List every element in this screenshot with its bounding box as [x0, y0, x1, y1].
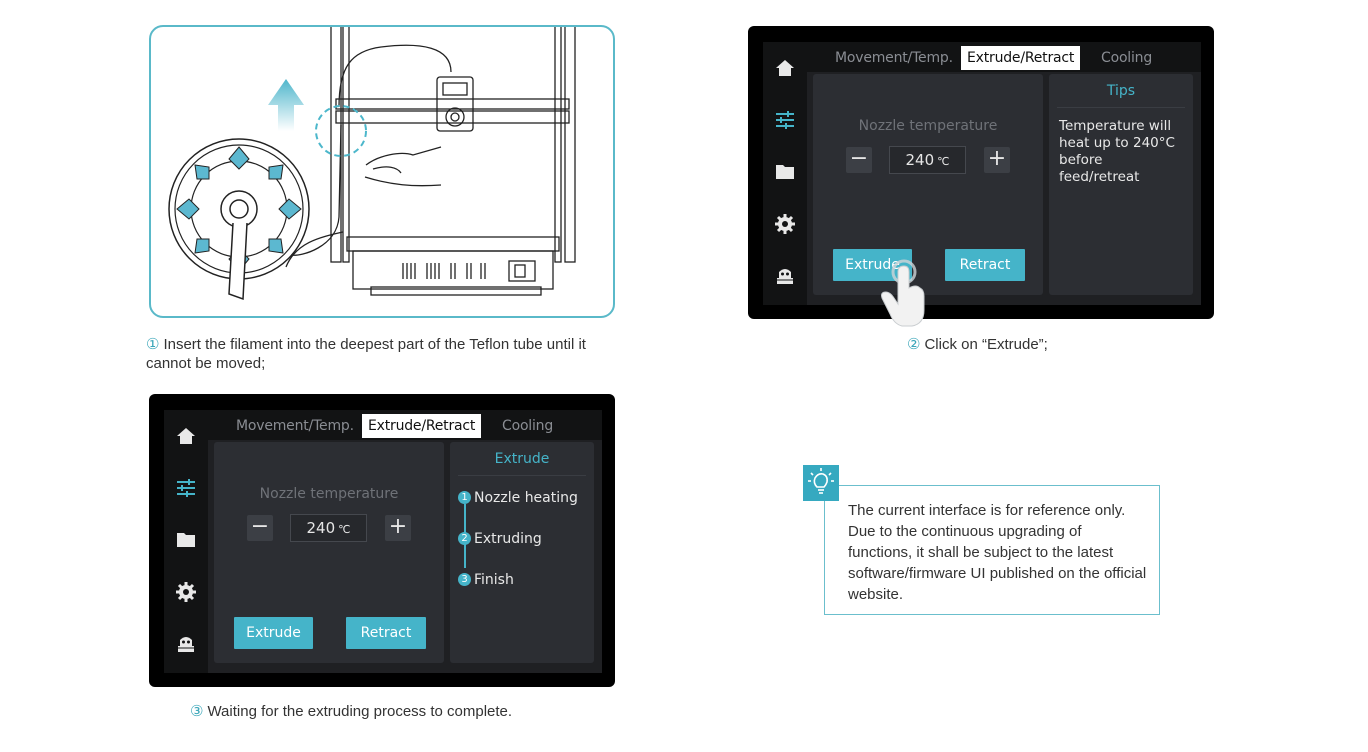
screen-extrude-progress: Movement/Temp. Extrude/Retract Cooling N…	[149, 394, 615, 687]
tab-bar: Movement/Temp. Extrude/Retract Cooling	[208, 410, 602, 440]
temp-unit: ℃	[338, 523, 351, 536]
folder-icon[interactable]	[176, 530, 196, 550]
temp-increase-button[interactable]: +	[984, 147, 1010, 173]
lightbulb-icon	[803, 465, 839, 501]
step-label-1: Nozzle heating	[474, 490, 578, 506]
tab-extrude-retract[interactable]: Extrude/Retract	[362, 414, 482, 438]
step-dot-3: 3	[458, 572, 471, 586]
tab-bar: Movement/Temp. Extrude/Retract Cooling	[807, 42, 1201, 72]
step3-number: ③	[190, 703, 204, 720]
tab-extrude-retract[interactable]: Extrude/Retract	[961, 46, 1081, 70]
sidebar	[763, 42, 807, 305]
sidebar	[164, 410, 208, 673]
sliders-icon[interactable]	[775, 110, 795, 130]
screen-extrude-tips: Movement/Temp. Extrude/Retract Cooling N…	[748, 26, 1214, 319]
extrude-button[interactable]: Extrude	[234, 617, 313, 649]
retract-button[interactable]: Retract	[945, 249, 1025, 281]
tab-cooling[interactable]: Cooling	[1101, 50, 1153, 66]
temp-value: 240	[306, 519, 336, 537]
tips-panel: Tips Temperature will heat up to 240°C b…	[1049, 74, 1193, 295]
tips-text: Temperature will heat up to 240°C before…	[1059, 118, 1175, 185]
temp-decrease-button[interactable]: −	[846, 147, 872, 173]
nozzle-temp-field[interactable]: 240℃	[290, 514, 367, 542]
robot-icon[interactable]	[775, 266, 795, 286]
step-dot-2: 2	[458, 531, 471, 545]
nozzle-temperature-label: Nozzle temperature	[858, 118, 998, 134]
temp-decrease-button[interactable]: −	[247, 515, 273, 541]
extrude-controls-panel: Nozzle temperature − 240℃ + Extrude Retr…	[214, 442, 444, 663]
temp-value: 240	[905, 151, 935, 169]
retract-button[interactable]: Retract	[346, 617, 426, 649]
reference-note-text: The current interface is for reference o…	[848, 502, 1147, 603]
nozzle-temperature-label: Nozzle temperature	[259, 486, 399, 502]
nozzle-temp-field[interactable]: 240℃	[889, 146, 966, 174]
progress-title: Extrude	[494, 451, 550, 467]
tips-title: Tips	[1106, 83, 1136, 99]
printer-drawing	[168, 27, 576, 301]
robot-icon[interactable]	[176, 634, 196, 654]
sliders-icon[interactable]	[176, 478, 196, 498]
extrude-controls-panel: Nozzle temperature − 240℃ + Extrude Retr…	[813, 74, 1043, 295]
printer-illustration	[149, 25, 615, 318]
home-icon[interactable]	[775, 58, 795, 78]
progress-divider	[458, 475, 586, 476]
step1-number: ①	[146, 336, 160, 353]
tab-movement-temp[interactable]: Movement/Temp.	[236, 418, 354, 434]
step2-number: ②	[907, 336, 921, 353]
step-label-3: Finish	[474, 572, 514, 588]
gear-icon[interactable]	[775, 214, 795, 234]
gear-icon[interactable]	[176, 582, 196, 602]
folder-icon[interactable]	[775, 162, 795, 182]
reference-note-box	[824, 485, 1160, 615]
tab-movement-temp[interactable]: Movement/Temp.	[835, 50, 953, 66]
step3-text: Waiting for the extruding process to com…	[207, 703, 513, 720]
step-dot-1: 1	[458, 490, 471, 504]
tab-cooling[interactable]: Cooling	[502, 418, 554, 434]
step-label-2: Extruding	[474, 531, 542, 547]
home-icon[interactable]	[176, 426, 196, 446]
temp-unit: ℃	[937, 155, 950, 168]
temp-increase-button[interactable]: +	[385, 515, 411, 541]
step1-text: Insert the filament into the deepest par…	[146, 336, 586, 372]
tips-divider	[1057, 107, 1185, 108]
pointing-hand-icon	[881, 259, 925, 327]
step2-text: Click on “Extrude”;	[924, 336, 1048, 353]
